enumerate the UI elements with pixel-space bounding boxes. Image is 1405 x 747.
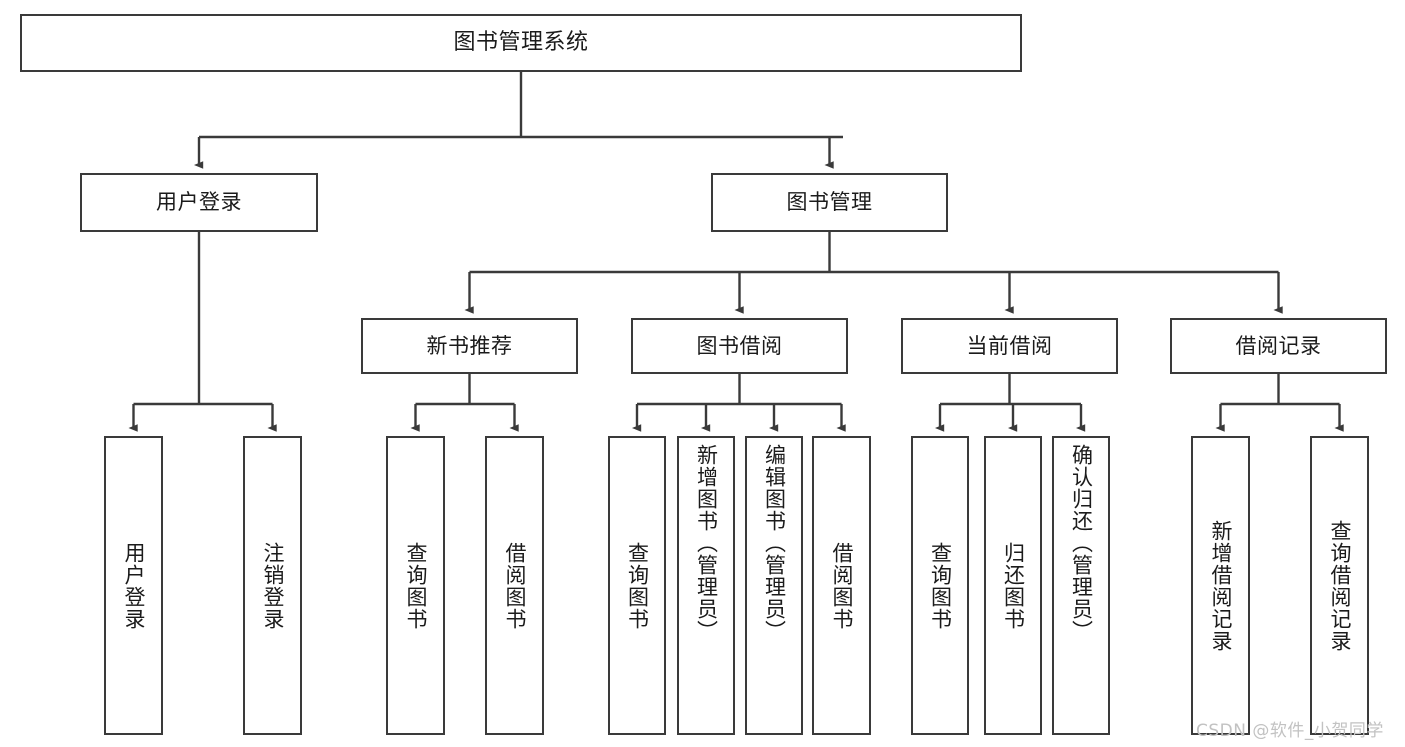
leaf-node[interactable]: 用户登录 [104,436,163,735]
leaf-node[interactable]: 注销登录 [243,436,302,735]
leaf-node-label: 确认归还（管理员） [1069,444,1094,642]
leaf-node[interactable]: 归还图书 [984,436,1042,735]
leaf-node-label: 查询图书 [403,541,428,630]
leaf-node[interactable]: 借阅图书 [812,436,871,735]
leaf-node[interactable]: 确认归还（管理员） [1052,436,1110,735]
node-book-manage-label: 图书管理 [786,190,873,215]
leaf-node-label: 注销登录 [260,541,285,630]
leaf-node[interactable]: 查询图书 [608,436,666,735]
leaf-node[interactable]: 新增图书（管理员） [677,436,735,735]
leaf-node[interactable]: 编辑图书（管理员） [745,436,803,735]
leaf-node-label: 借阅图书 [502,541,527,630]
node-current-borrow-label: 当前借阅 [966,333,1053,358]
leaf-node[interactable]: 查询图书 [911,436,969,735]
node-root-label: 图书管理系统 [453,30,589,56]
node-root[interactable]: 图书管理系统 [20,14,1022,72]
leaf-node-label: 新增图书（管理员） [694,444,719,642]
node-book-manage[interactable]: 图书管理 [711,173,948,232]
node-new-book-rec[interactable]: 新书推荐 [361,318,578,374]
leaf-node-label: 查询借阅记录 [1327,519,1352,652]
node-current-borrow[interactable]: 当前借阅 [901,318,1118,374]
node-borrow-record[interactable]: 借阅记录 [1170,318,1387,374]
leaf-node-label: 编辑图书（管理员） [762,444,787,642]
leaf-node[interactable]: 新增借阅记录 [1191,436,1250,735]
leaf-node-label: 查询图书 [928,541,953,630]
leaf-node-label: 用户登录 [121,541,146,630]
node-user-login-label: 用户登录 [156,190,242,215]
leaf-node[interactable]: 查询借阅记录 [1310,436,1369,735]
leaf-node-label: 新增借阅记录 [1208,519,1233,652]
leaf-node-label: 归还图书 [1001,541,1026,630]
leaf-node-label: 查询图书 [625,541,650,630]
node-user-login[interactable]: 用户登录 [80,173,318,232]
node-book-borrow-label: 图书借阅 [696,333,783,358]
leaf-node-label: 借阅图书 [829,541,854,630]
node-new-book-rec-label: 新书推荐 [426,333,513,358]
csdn-watermark: CSDN @软件_小贺同学 [1196,721,1384,741]
node-borrow-record-label: 借阅记录 [1235,333,1322,358]
leaf-node[interactable]: 查询图书 [386,436,445,735]
node-book-borrow[interactable]: 图书借阅 [631,318,848,374]
leaf-node[interactable]: 借阅图书 [485,436,544,735]
